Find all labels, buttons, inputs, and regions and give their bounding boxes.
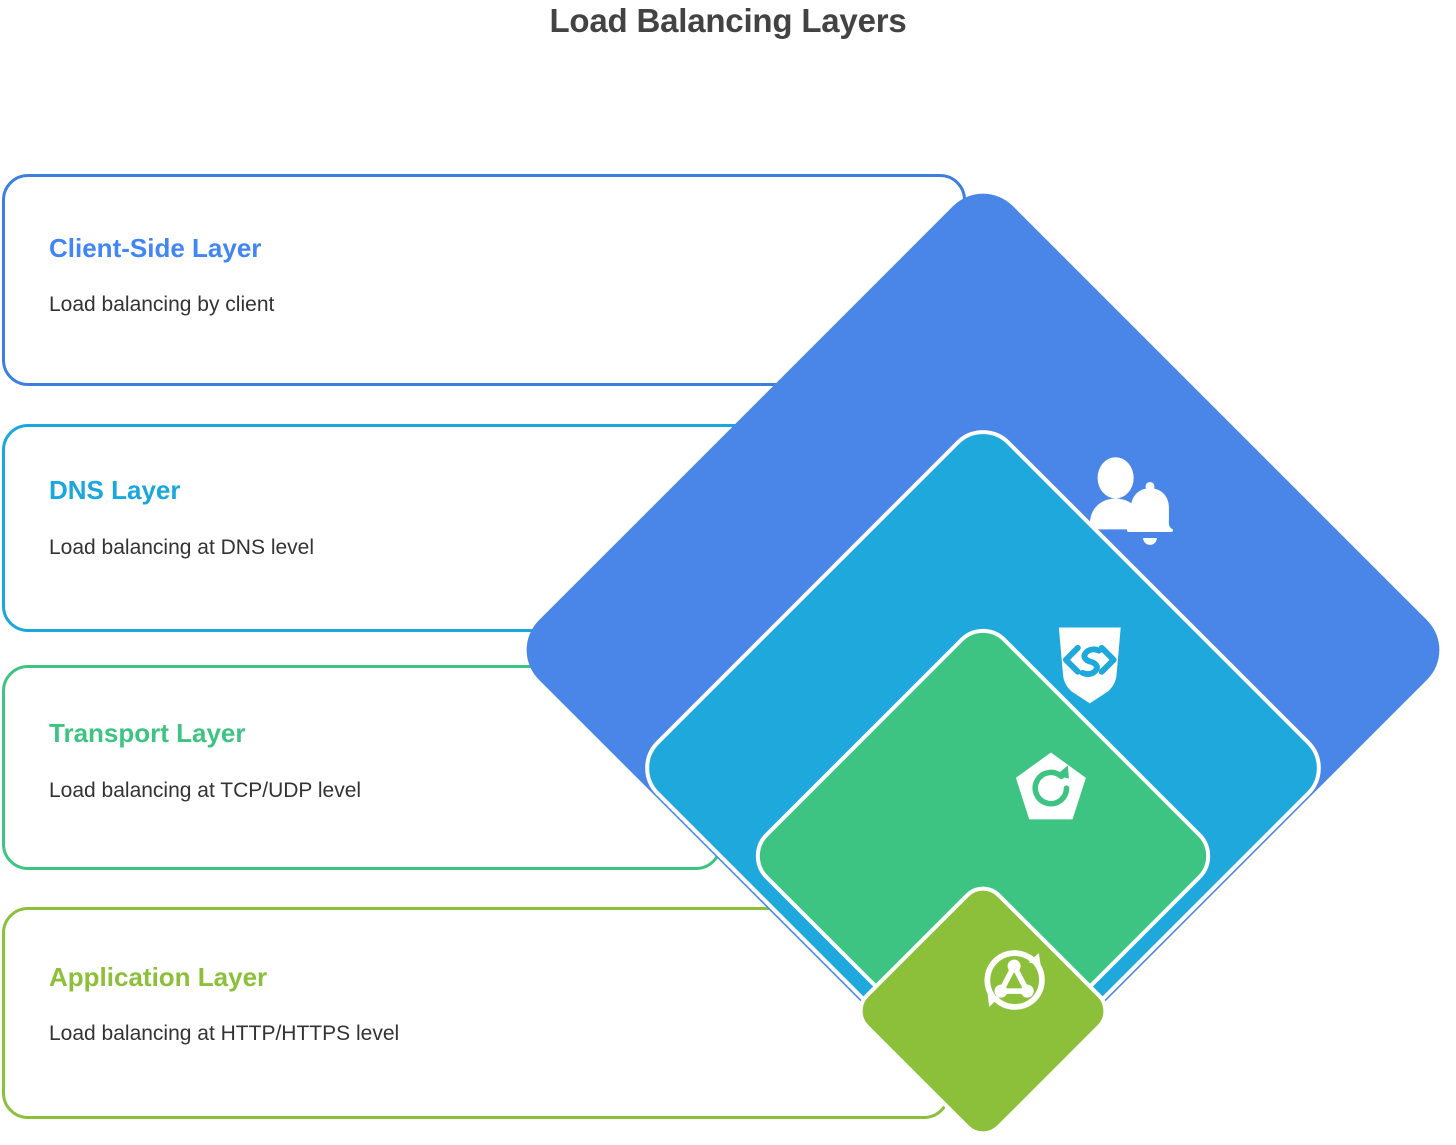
auto-rotate-network-icon: [974, 940, 1054, 1020]
layer-card-description: Load balancing at DNS level: [49, 537, 314, 558]
layer-card-description: Load balancing at HTTP/HTTPS level: [49, 1023, 399, 1044]
pentagon-refresh-icon: [1011, 748, 1091, 828]
layer-card-title: Transport Layer: [49, 720, 246, 746]
layer-card-title: Application Layer: [49, 964, 267, 990]
layer-card-title: Client-Side Layer: [49, 235, 261, 261]
layer-card-description: Load balancing by client: [49, 294, 274, 315]
layer-card-description: Load balancing at TCP/UDP level: [49, 780, 361, 801]
layer-card-title: DNS Layer: [49, 477, 181, 503]
